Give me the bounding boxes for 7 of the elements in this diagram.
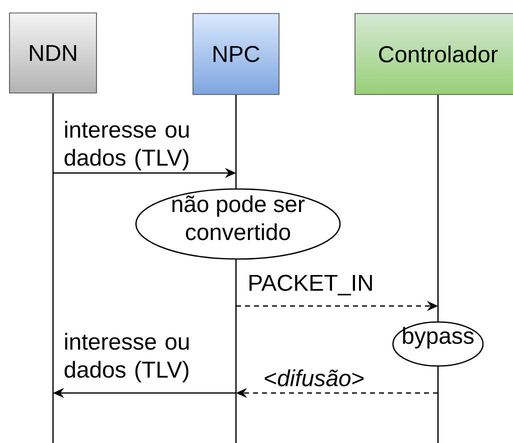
message-label: interesse ou dados (TLV) xyxy=(64,120,189,170)
participant-box: NPC xyxy=(192,13,280,95)
message-label: interesse ou dados (TLV) xyxy=(64,332,189,382)
message-label: <difusão> xyxy=(264,369,364,386)
message-label: PACKET_IN xyxy=(250,274,372,296)
participant-box: NDN xyxy=(9,12,97,94)
participant-box: Controlador xyxy=(354,13,513,95)
